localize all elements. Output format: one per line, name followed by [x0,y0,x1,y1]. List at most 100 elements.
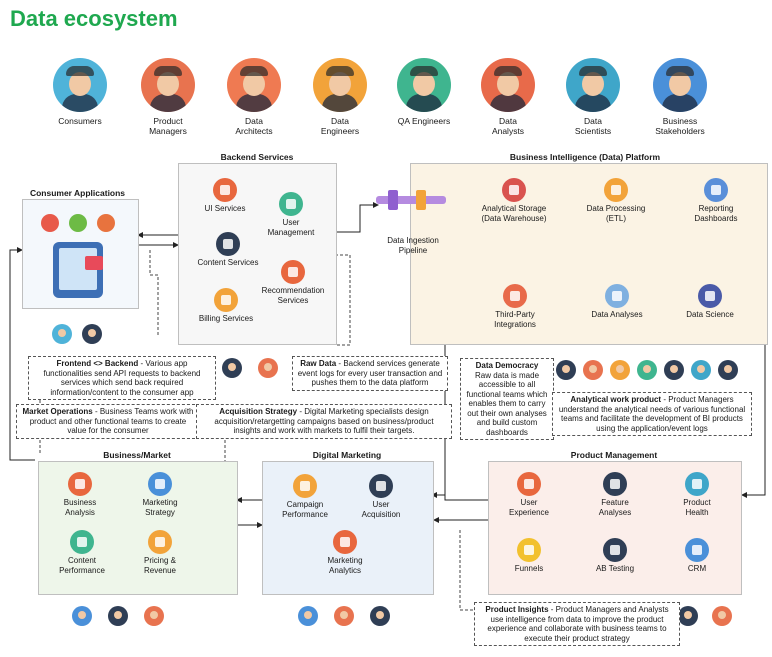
persona-2: Data Architects [214,58,294,136]
avatar-body [236,94,272,112]
persona-avatar-icon [481,58,535,112]
apple-app-icon [41,214,59,232]
item-label: Billing Services [198,314,254,323]
item-ab-testing: AB Testing [584,538,646,574]
item-label: User Management [267,218,315,237]
billing-services-icon [214,288,238,312]
stakeholder-avatar [144,606,164,626]
item-label: Data Analyses [591,310,643,319]
market-operations-note: Market Operations - Business Teams work … [16,404,200,439]
avatar-body [575,94,611,112]
team-avatar [583,360,603,380]
avatar-hat [410,66,438,76]
frontend-backend-note: Frontend <> Backend - Various app functi… [28,356,216,400]
persona-label: Data Engineers [320,116,360,136]
item-label: Pricing & Revenue [143,556,177,575]
feature-analyses-icon [603,472,627,496]
data-science-icon [698,284,722,308]
stakeholder-avatar [678,606,698,626]
analytical-storage-data-warehouse-icon [502,178,526,202]
consumer-avatar [52,324,72,344]
team-avatar [718,360,738,380]
item-data-analyses: Data Analyses [580,284,654,320]
third-party-integrations-icon [503,284,527,308]
stakeholder-avatar [108,606,128,626]
item-label: Funnels [514,564,544,573]
avatar-hat [66,66,94,76]
avatar-head [157,72,179,96]
item-billing-services: Billing Services [186,288,266,324]
funnels-icon [517,538,541,562]
raw-data-note: Raw Data - Backend services generate eve… [292,356,448,391]
item-label: Analytical Storage (Data Warehouse) [481,204,547,223]
avatar-body [406,94,442,112]
product-health-icon [685,472,709,496]
item-label: Reporting Dashboards [694,204,738,223]
consumer-apps-title: Consumer Applications [29,188,126,198]
video-play-icon [85,256,103,270]
item-label: Feature Analyses [598,498,632,517]
item-label: Content Services [197,258,259,267]
item-data-processing-etl: Data Processing (ETL) [576,178,656,223]
persona-avatar-icon [53,58,107,112]
marketing-strategy-icon [148,472,172,496]
avatar-head [69,72,91,96]
team-avatar [637,360,657,380]
persona-7: Business Stakeholders [640,58,720,136]
web-app-icon [97,214,115,232]
item-user-experience: User Experience [498,472,560,517]
item-label: CRM [687,564,707,573]
android-app-icon [69,214,87,232]
item-marketing-analytics: Marketing Analytics [310,530,380,575]
persona-label: Data Architects [235,116,273,136]
pricing-revenue-icon [148,530,172,554]
product-title: Product Management [570,450,658,460]
consumer-apps-box [22,199,139,309]
item-label: Third-Party Integrations [494,310,536,329]
avatar-head [497,72,519,96]
persona-label: Business Stakeholders [655,116,705,136]
item-product-health: Product Health [666,472,728,517]
user-management-icon [279,192,303,216]
item-label: Business Analysis [63,498,97,517]
item-pricing-revenue: Pricing & Revenue [128,530,192,575]
pm-avatar-note [222,358,242,378]
item-label: Recommendation Services [261,286,325,305]
data-processing-etl-icon [604,178,628,202]
item-label: Marketing Analytics [327,556,363,575]
avatar-body [150,94,186,112]
persona-avatar-icon [227,58,281,112]
avatar-hat [666,66,694,76]
persona-avatar-icon [566,58,620,112]
reporting-dashboards-icon [704,178,728,202]
persona-label: QA Engineers [397,116,451,126]
avatar-head [329,72,351,96]
avatar-hat [240,66,268,76]
persona-avatar-icon [313,58,367,112]
persona-avatar-icon [141,58,195,112]
item-label: Data Processing (ETL) [586,204,646,223]
avatar-head [669,72,691,96]
avatar-head [413,72,435,96]
item-crm: CRM [666,538,728,574]
item-marketing-strategy: Marketing Strategy [128,472,192,517]
item-analytical-storage-data-warehouse: Analytical Storage (Data Warehouse) [468,178,560,223]
marketing-analytics-icon [333,530,357,554]
persona-avatar-icon [397,58,451,112]
stakeholder-avatar [712,606,732,626]
item-label: Campaign Performance [282,500,328,519]
team-avatar [556,360,576,380]
stakeholder-avatar [334,606,354,626]
item-label: Data Science [686,310,734,319]
avatar-body [662,94,698,112]
persona-avatar-icon [653,58,707,112]
recommendation-services-icon [281,260,305,284]
backend-title: Backend Services [220,152,294,162]
item-label: Marketing Strategy [142,498,178,517]
ui-services-icon [213,178,237,202]
persona-label: Data Analysts [491,116,525,136]
data-analyses-icon [605,284,629,308]
persona-6: Data Scientists [553,58,633,136]
item-label: Product Health [683,498,711,517]
